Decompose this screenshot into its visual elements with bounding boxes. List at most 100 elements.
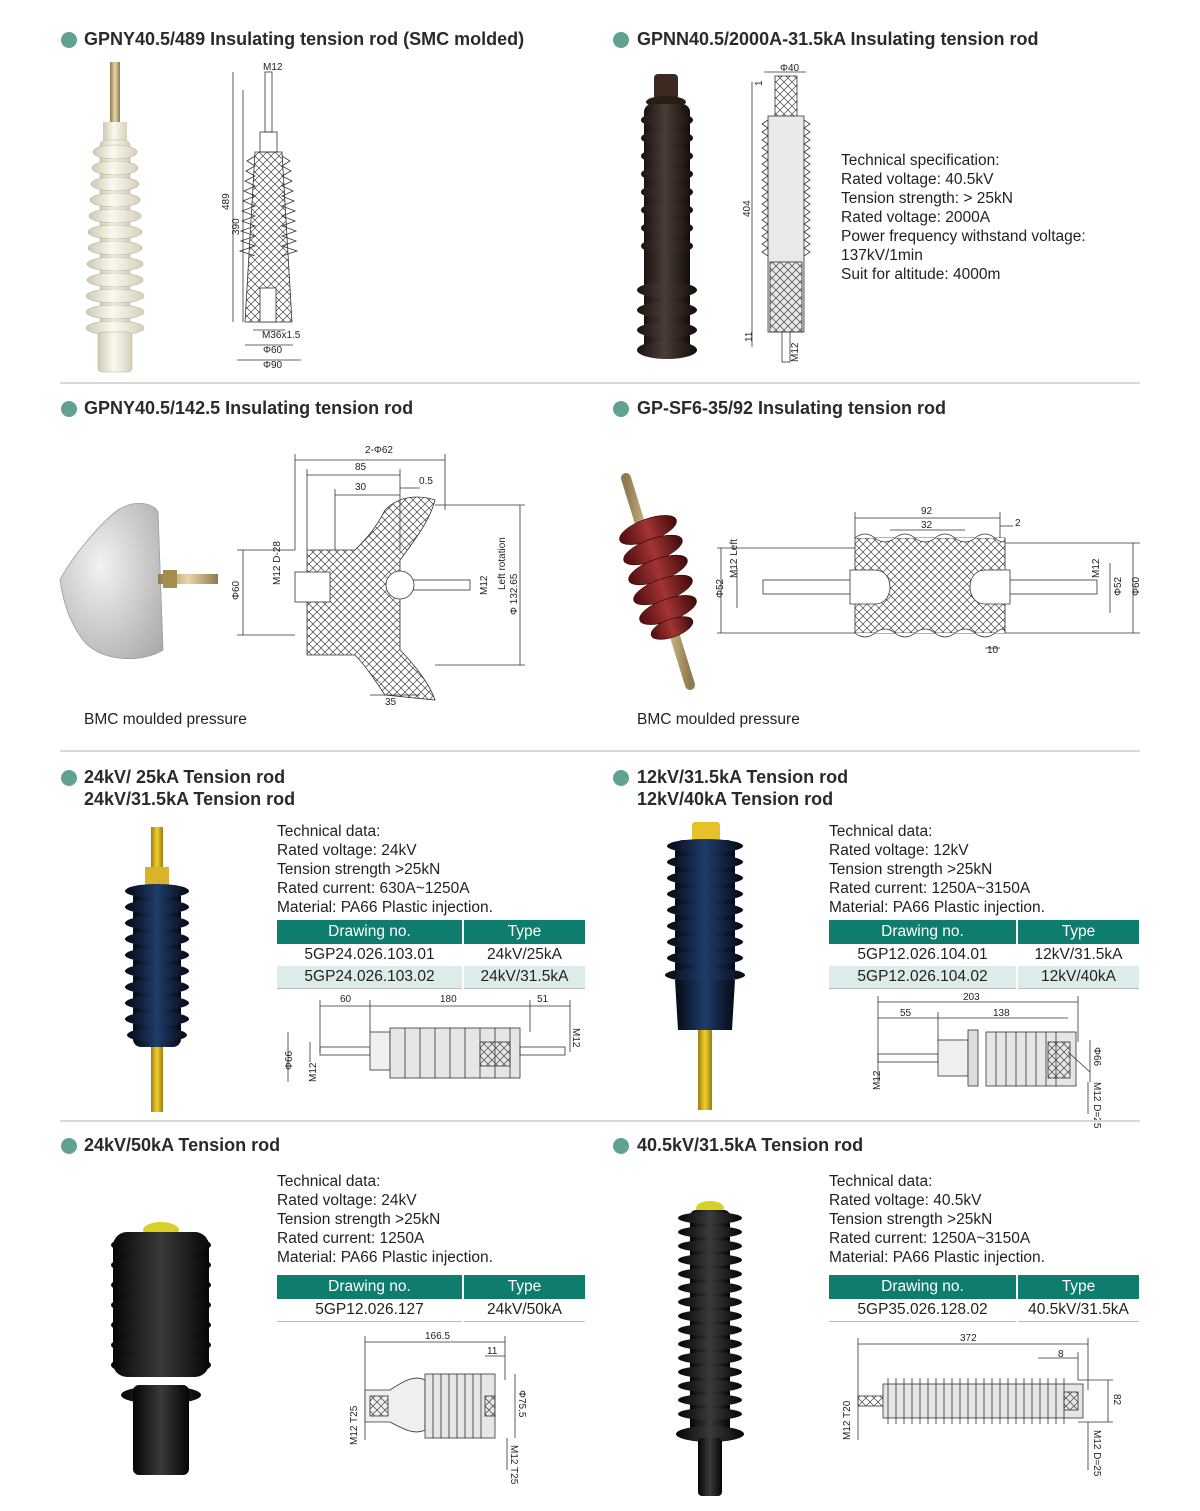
dim-11: 11	[487, 1346, 498, 1357]
table-header: Type	[1016, 920, 1139, 944]
drawing-table: Drawing no. Type 5GP12.026.127 24kV/50kA	[277, 1275, 585, 1322]
dim-0-5: 0.5	[419, 476, 433, 487]
spec-line: Tension strength: > 25kN	[841, 190, 1013, 207]
dim-m12: M12	[1091, 558, 1102, 578]
dim-m12: M12	[872, 1070, 883, 1090]
dim-d66: Φ66	[284, 1050, 295, 1070]
product-photo-bmc-cone	[59, 503, 218, 660]
dim-m12-t25: M12 T25	[349, 1405, 360, 1445]
dim-m12-left: M12 Left	[729, 539, 740, 578]
section-title: 12kV/31.5kA Tension rod	[637, 767, 849, 787]
bullet-dot-icon	[613, 770, 629, 786]
bullet-dot-icon	[613, 401, 629, 417]
section-divider	[60, 750, 1140, 752]
drawing-gpnn-2000a: Φ40 404 1 11 M12	[742, 63, 811, 363]
dim-60: 60	[340, 994, 352, 1005]
dim-35: 35	[385, 697, 397, 708]
drawing-40-5kv: 372 8 82 M12 T20 M12 D=25	[842, 1333, 1122, 1477]
dim-85: 85	[355, 462, 367, 473]
spec-line: Rated voltage: 40.5kV	[841, 171, 994, 188]
bullet-dot-icon	[613, 1138, 629, 1154]
section-title: GPNY40.5/489 Insulating tension rod (SMC…	[84, 29, 525, 49]
spec-block: Technical data: Rated voltage: 12kV Tens…	[829, 822, 1045, 917]
spec-line: Technical data:	[277, 823, 381, 840]
spec-line: Technical data:	[829, 1173, 933, 1190]
table-cell: 5GP35.026.128.02	[829, 1299, 1017, 1322]
spec-line: Rated current: 630A~1250A	[277, 880, 470, 897]
product-photo-navy-rod	[125, 827, 189, 1112]
dim-32: 32	[921, 520, 933, 531]
spec-line: Technical data:	[829, 823, 933, 840]
drawing-table: Drawing no. Type 5GP24.026.103.01 24kV/2…	[277, 920, 585, 989]
product-photo-maroon-rod	[619, 473, 697, 690]
spec-line: Rated current: 1250A	[277, 1230, 425, 1247]
spec-line: Tension strength >25kN	[829, 861, 993, 878]
spec-line: Power frequency withstand voltage:	[841, 228, 1086, 245]
table-cell: 12kV/31.5kA	[1016, 944, 1139, 966]
spec-line: Rated voltage: 12kV	[829, 842, 969, 859]
dim-372: 372	[960, 1333, 977, 1344]
spec-block: Technical specification: Rated voltage: …	[841, 151, 1086, 284]
dim-m12-left: M12	[308, 1062, 319, 1082]
dim-51: 51	[537, 994, 549, 1005]
table-cell: 24kV/25kA	[462, 944, 585, 966]
table-header: Drawing no.	[277, 1275, 463, 1299]
drawing-table: Drawing no. Type 5GP12.026.104.01 12kV/3…	[829, 920, 1139, 989]
table-row: 5GP12.026.127 24kV/50kA	[277, 1299, 585, 1322]
dim-55: 55	[900, 1008, 912, 1019]
dim-m12-t25-right: M12 T25	[508, 1445, 519, 1485]
section-subtitle: 24kV/31.5kA Tension rod	[84, 789, 296, 809]
section-title: GP-SF6-35/92 Insulating tension rod	[637, 398, 947, 418]
table-cell: 5GP12.026.104.01	[857, 946, 988, 963]
dim-d60: Φ60	[1131, 576, 1142, 596]
spec-block: Technical data: Rated voltage: 40.5kV Te…	[829, 1172, 1045, 1267]
caption: BMC moulded pressure	[637, 711, 800, 728]
dim-m12-d28: M12 D-28	[272, 541, 283, 585]
dim-m12: M12	[790, 342, 801, 362]
dim-m36: M36x1.5	[262, 330, 301, 341]
dim-m12: M12	[479, 575, 490, 595]
spec-line: Suit for altitude: 4000m	[841, 266, 1001, 283]
section-divider	[60, 382, 1140, 384]
table-header: Type	[1016, 1275, 1139, 1299]
dim-8: 8	[1058, 1349, 1064, 1360]
dim-166-5: 166.5	[425, 1331, 450, 1342]
product-photo-black-50ka-rod	[111, 1222, 211, 1475]
bullet-dot-icon	[61, 770, 77, 786]
drawing-12kv-31-5ka: 203 55 138 Φ66 M12 M12 D=25	[872, 992, 1102, 1129]
drawing-24kv-25ka: 60 180 51 M12 Φ66 M12	[284, 994, 581, 1082]
table-row: 5GP24.026.103.02 24kV/31.5kA	[277, 966, 585, 989]
spec-block: Technical data: Rated voltage: 24kV Tens…	[277, 1172, 493, 1267]
dim-1: 1	[754, 80, 765, 86]
section-divider	[60, 1120, 1140, 1122]
dim-d40: Φ40	[780, 63, 800, 74]
spec-block: Technical data: Rated voltage: 24kV Tens…	[277, 822, 493, 917]
drawing-24kv-50ka: 166.5 11 Φ75.5 M12 T25 M12 T25	[349, 1331, 527, 1485]
bullet-dot-icon	[61, 32, 77, 48]
dim-d60: Φ60	[263, 345, 283, 356]
drawing-table: Drawing no. Type 5GP35.026.128.02 40.5kV…	[829, 1275, 1139, 1322]
spec-line: Rated voltage: 24kV	[277, 1192, 417, 1209]
dim-10: 10	[987, 645, 999, 656]
dim-d60: Φ60	[231, 580, 242, 600]
dim-2: 2	[1015, 518, 1021, 529]
table-row: 5GP12.026.104.01 12kV/31.5kA	[829, 944, 1139, 966]
section-title: 24kV/ 25kA Tension rod	[84, 767, 286, 787]
spec-line: Material: PA66 Plastic injection.	[829, 1249, 1045, 1266]
dim-m12-d25: M12 D=25	[1091, 1430, 1102, 1477]
spec-line: Tension strength >25kN	[277, 1211, 441, 1228]
spec-line: Material: PA66 Plastic injection.	[829, 899, 1045, 916]
table-cell: 24kV/50kA	[462, 1299, 585, 1322]
table-header: Drawing no.	[829, 920, 1017, 944]
dim-11: 11	[744, 331, 755, 342]
caption: BMC moulded pressure	[84, 711, 247, 728]
spec-line: Technical data:	[277, 1173, 381, 1190]
table-cell: 5GP24.026.103.02	[277, 966, 463, 989]
spec-line: Tension strength >25kN	[829, 1211, 993, 1228]
spec-line: Material: PA66 Plastic injection.	[277, 899, 493, 916]
dim-203: 203	[963, 992, 980, 1003]
dim-m12-t20: M12 T20	[842, 1400, 853, 1440]
dim-489: 489	[221, 193, 232, 210]
section-title: 40.5kV/31.5kA Tension rod	[637, 1135, 864, 1155]
dim-82: 82	[1111, 1394, 1122, 1406]
